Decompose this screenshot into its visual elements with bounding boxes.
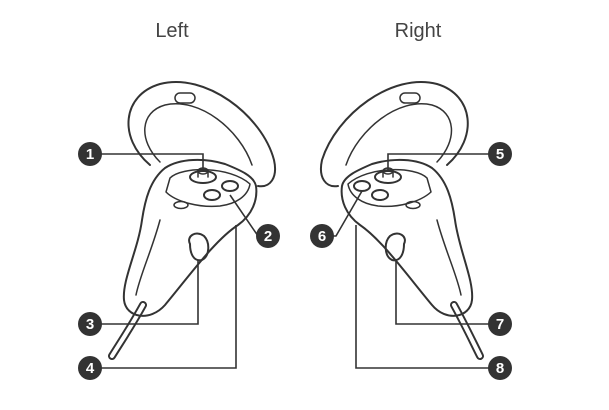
left-controller-illustration	[108, 81, 276, 360]
callout-4: 4	[78, 356, 102, 380]
callout-5: 5	[488, 142, 512, 166]
leader-lines	[90, 153, 500, 369]
callout-3-label: 3	[86, 316, 94, 333]
right-controller-illustration	[320, 81, 484, 360]
callout-5-label: 5	[496, 146, 504, 163]
callout-7-label: 7	[496, 316, 504, 333]
callout-2: 2	[256, 224, 280, 248]
callout-6: 6	[310, 224, 334, 248]
callout-1-label: 1	[86, 146, 94, 163]
callout-8-label: 8	[496, 360, 504, 377]
right-controller-title: Right	[395, 20, 442, 42]
left-controller-title: Left	[155, 20, 189, 42]
callout-8: 8	[488, 356, 512, 380]
callout-6-label: 6	[318, 228, 326, 245]
callout-1: 1	[78, 142, 102, 166]
callout-2-label: 2	[264, 228, 272, 245]
callout-4-label: 4	[86, 360, 95, 377]
callout-7: 7	[488, 312, 512, 336]
callout-3: 3	[78, 312, 102, 336]
